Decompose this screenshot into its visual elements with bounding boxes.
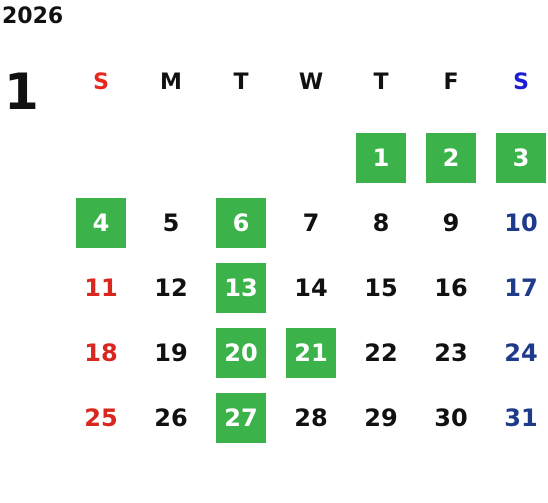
day-number: 11	[84, 273, 118, 302]
day-cell[interactable]: 17	[486, 255, 548, 320]
day-cell[interactable]: 11	[66, 255, 136, 320]
day-number: 29	[364, 403, 398, 432]
highlighted-day: 20	[216, 327, 266, 378]
day-number: 23	[434, 338, 468, 367]
highlighted-day: 4	[76, 197, 126, 248]
day-cell[interactable]: 10	[486, 190, 548, 255]
day-cell[interactable]: 16	[416, 255, 486, 320]
empty-cell	[136, 125, 206, 190]
day-cell[interactable]: 13	[206, 255, 276, 320]
empty-cell	[276, 125, 346, 190]
day-cell[interactable]: 21	[276, 320, 346, 385]
day-cell[interactable]: 29	[346, 385, 416, 450]
day-number: 9	[442, 208, 460, 237]
day-number: 8	[372, 208, 390, 237]
day-number: 5	[162, 208, 180, 237]
day-cell[interactable]: 1	[346, 125, 416, 190]
day-cell[interactable]: 25	[66, 385, 136, 450]
day-number: 7	[302, 208, 320, 237]
weekday-header-sun: S	[93, 69, 109, 95]
day-number: 17	[504, 273, 538, 302]
day-cell[interactable]: 7	[276, 190, 346, 255]
highlighted-day: 1	[356, 132, 406, 183]
year-label: 2026	[2, 4, 64, 29]
weekday-header-thu: T	[373, 69, 389, 95]
empty-cell	[66, 125, 136, 190]
day-number: 30	[434, 403, 468, 432]
day-cell[interactable]: 31	[486, 385, 548, 450]
day-cell[interactable]: 27	[206, 385, 276, 450]
day-number: 31	[504, 403, 538, 432]
weekday-header-tue: T	[233, 69, 249, 95]
month-label: 1	[4, 63, 39, 121]
day-cell[interactable]: 23	[416, 320, 486, 385]
day-cell[interactable]: 19	[136, 320, 206, 385]
day-cell[interactable]: 12	[136, 255, 206, 320]
day-cell[interactable]: 28	[276, 385, 346, 450]
day-number: 16	[434, 273, 468, 302]
day-number: 22	[364, 338, 398, 367]
day-number: 24	[504, 338, 538, 367]
day-cell[interactable]: 8	[346, 190, 416, 255]
highlighted-day: 21	[286, 327, 336, 378]
day-cell[interactable]: 4	[66, 190, 136, 255]
day-number: 18	[84, 338, 118, 367]
day-number: 19	[154, 338, 188, 367]
day-cell[interactable]: 6	[206, 190, 276, 255]
day-cell[interactable]: 2	[416, 125, 486, 190]
day-number: 10	[504, 208, 538, 237]
highlighted-day: 6	[216, 197, 266, 248]
day-cell[interactable]: 5	[136, 190, 206, 255]
day-cell[interactable]: 22	[346, 320, 416, 385]
day-number: 14	[294, 273, 328, 302]
weekday-header-wed: W	[298, 69, 324, 95]
day-cell[interactable]: 24	[486, 320, 548, 385]
weekday-header-fri: F	[443, 69, 459, 95]
day-cell[interactable]: 20	[206, 320, 276, 385]
day-cell[interactable]: 14	[276, 255, 346, 320]
day-cell[interactable]: 3	[486, 125, 548, 190]
day-cell[interactable]: 30	[416, 385, 486, 450]
day-cell[interactable]: 18	[66, 320, 136, 385]
day-cell[interactable]: 9	[416, 190, 486, 255]
weekday-header-sat: S	[513, 69, 529, 95]
day-number: 28	[294, 403, 328, 432]
highlighted-day: 3	[496, 132, 546, 183]
highlighted-day: 27	[216, 392, 266, 443]
weekday-header-mon: M	[160, 69, 182, 95]
highlighted-day: 2	[426, 132, 476, 183]
day-cell[interactable]: 26	[136, 385, 206, 450]
empty-cell	[206, 125, 276, 190]
day-number: 25	[84, 403, 118, 432]
day-number: 26	[154, 403, 188, 432]
day-cell[interactable]: 15	[346, 255, 416, 320]
day-number: 12	[154, 273, 188, 302]
day-number: 15	[364, 273, 398, 302]
highlighted-day: 13	[216, 262, 266, 313]
